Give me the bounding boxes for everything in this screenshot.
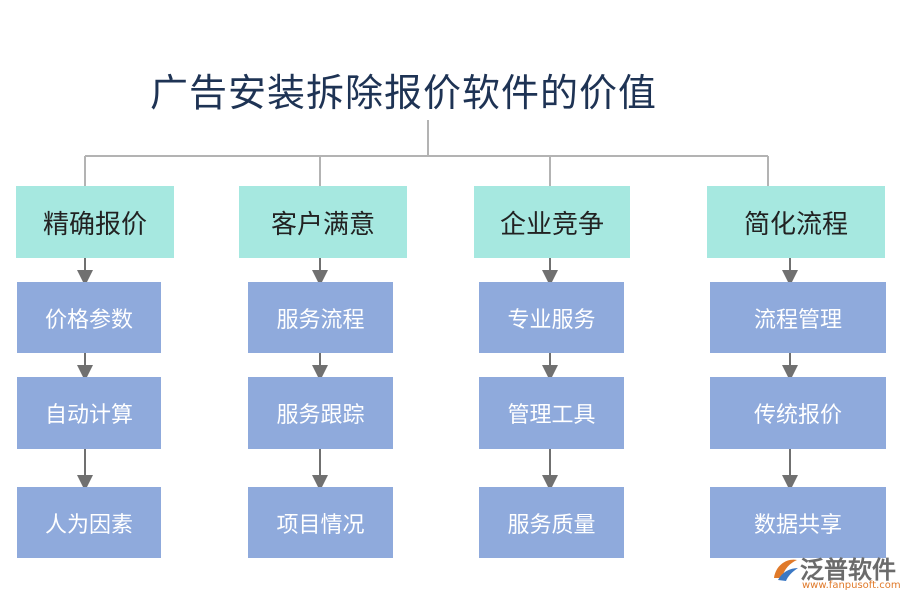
category-1-item-3: 人为因素 <box>17 487 161 558</box>
category-4-item-2: 传统报价 <box>710 377 886 449</box>
category-2-item-3: 项目情况 <box>248 487 393 558</box>
category-header-4: 简化流程 <box>707 186 885 258</box>
logo-mark-icon <box>774 559 798 581</box>
category-header-1: 精确报价 <box>16 186 174 258</box>
category-2-item-2: 服务跟踪 <box>248 377 393 449</box>
diagram-title: 广告安装拆除报价软件的价值 <box>150 71 658 115</box>
category-header-3: 企业竞争 <box>474 186 630 258</box>
category-1-item-1: 价格参数 <box>17 282 161 353</box>
category-3-item-2: 管理工具 <box>479 377 624 449</box>
category-4-item-3: 数据共享 <box>710 487 886 558</box>
logo-url: www.fanpusoft.com <box>802 580 900 591</box>
category-header-2: 客户满意 <box>239 186 407 258</box>
brand-logo: 泛普软件 www.fanpusoft.com <box>770 548 900 596</box>
logo-name: 泛普软件 <box>800 556 896 584</box>
category-1-item-2: 自动计算 <box>17 377 161 449</box>
category-2-item-1: 服务流程 <box>248 282 393 353</box>
category-4-item-1: 流程管理 <box>710 282 886 353</box>
category-3-item-3: 服务质量 <box>479 487 624 558</box>
category-3-item-1: 专业服务 <box>479 282 624 353</box>
